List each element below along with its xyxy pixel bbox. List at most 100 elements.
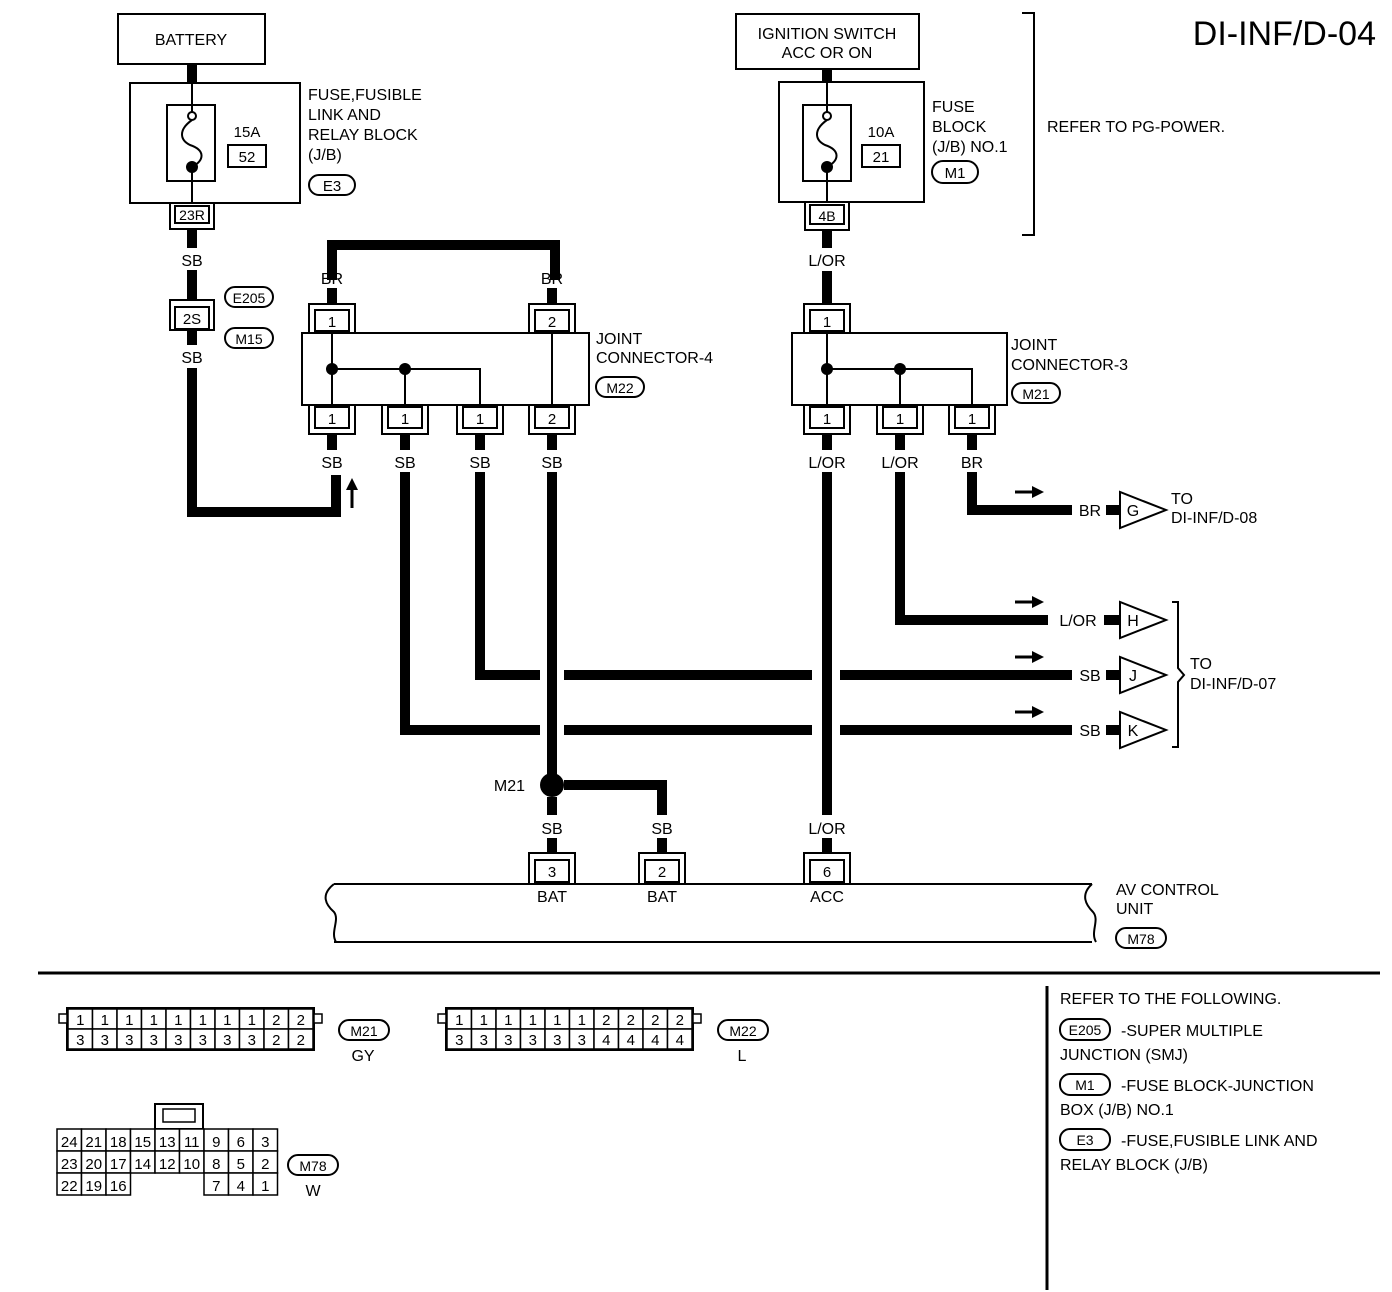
battery-label: BATTERY [155,32,228,49]
svg-text:2: 2 [548,411,556,428]
connector-pin-label: 24 [61,1134,78,1151]
joint-connector-4: 1 2 1 1 1 2 [301,303,590,435]
svg-text:23R: 23R [179,207,205,223]
connector-cell [252,1172,279,1196]
connector-pin-label: 2 [272,1012,280,1029]
svg-text:1: 1 [328,411,336,428]
svg-text:-SUPER MULTIPLE: -SUPER MULTIPLE [1121,1023,1263,1040]
svg-text:ACC OR ON: ACC OR ON [782,45,873,62]
fuse-block-left: 15A 52 [129,82,301,204]
connector-pin-label: 1 [76,1012,84,1029]
to-label-g: TO [1171,491,1193,508]
conn-m21-tag: M21 [1011,382,1061,404]
connector-pin-label: 2 [272,1032,280,1049]
conn-m15-tag: M15 [224,327,274,349]
splice-m21 [540,773,564,797]
conn-m78-tag: M78 [1115,927,1167,949]
svg-text:BOX (J/B) NO.1: BOX (J/B) NO.1 [1060,1102,1174,1119]
connector-pin-label: 22 [61,1178,78,1195]
wire-label-sb-k: SB [1079,723,1100,740]
svg-text:RELAY BLOCK: RELAY BLOCK [308,127,418,144]
fuse-left-num: 52 [239,149,256,166]
connector-pin-label: 10 [183,1156,200,1173]
offpage-bracket-d07: TO DI-INF/D-07 [1172,601,1276,748]
svg-text:ACC: ACC [810,889,844,906]
fuse-block-right: 10A 21 [778,81,925,203]
fuse-left-label: FUSE,FUSIBLE LINK AND RELAY BLOCK (J/B) [308,87,422,164]
fuse-left-amp: 15A [234,124,261,141]
svg-text:M78: M78 [299,1158,326,1174]
connector-pin-label: 1 [174,1012,182,1029]
svg-text:AV CONTROL: AV CONTROL [1116,882,1219,899]
wire-label-sb-j: SB [1079,668,1100,685]
connector-latch [692,1013,702,1024]
wire-label-lor-h: L/OR [1059,613,1096,630]
connector-pin-label: 12 [159,1156,176,1173]
connector-pin-label: 2 [676,1012,684,1029]
connector-pin-label: 15 [134,1134,151,1151]
connector-pin-label: 2 [651,1012,659,1029]
connector-pin-label: 3 [150,1032,158,1049]
svg-text:CONNECTOR-3: CONNECTOR-3 [1011,357,1128,374]
wire-label-sb-jc4-2: SB [394,455,415,472]
connector-pin-label: 2 [297,1012,305,1029]
svg-text:M1: M1 [945,165,966,182]
connector-pin-label: 2 [261,1156,269,1173]
flow-arrows [1015,486,1044,718]
svg-text:-FUSE,FUSIBLE LINK AND: -FUSE,FUSIBLE LINK AND [1121,1133,1318,1150]
connector-pin-label: 3 [101,1032,109,1049]
connector-pin-label: 3 [480,1032,488,1049]
offpage-connector-j: J [1119,655,1169,695]
conn-m78-face-tag: M78 W [287,1154,339,1200]
connector-pin-label: 4 [651,1032,659,1049]
connector-pin-label: 16 [110,1178,127,1195]
svg-text:(J/B) NO.1: (J/B) NO.1 [932,139,1008,156]
wire-label-br-g: BR [1079,503,1101,520]
svg-text:M78: M78 [1127,931,1154,947]
svg-text:M22: M22 [729,1023,756,1039]
connector-pin-label: 11 [184,1134,200,1151]
svg-text:BLOCK: BLOCK [932,119,987,136]
wire-label-sb-2: SB [181,350,202,367]
svg-text:RELAY BLOCK (J/B): RELAY BLOCK (J/B) [1060,1157,1208,1174]
terminal-4b: 4B [804,201,850,231]
refer-pg-power: REFER TO PG-POWER. [1047,119,1225,136]
connector-cell [666,1028,693,1050]
connector-pin-label: 1 [261,1178,269,1195]
offpage-connector-g: G [1119,490,1169,530]
svg-text:H: H [1127,613,1139,630]
wire-label-lor-1: L/OR [808,253,845,270]
offpage-connector-h: H [1119,600,1169,640]
page-title: DI-INF/D-04 [1193,15,1376,53]
conn-m22-face-tag: M22 L [717,1019,769,1065]
svg-text:G: G [1127,503,1139,520]
connector-pin-label: 13 [159,1134,176,1151]
connector-pin-label: 3 [174,1032,182,1049]
connector-pin-label: 1 [125,1012,133,1029]
connector-pin-label: 2 [627,1012,635,1029]
svg-text:4B: 4B [818,208,835,224]
svg-text:GY: GY [351,1048,374,1065]
svg-text:1: 1 [328,314,336,331]
connector-pin-label: 8 [212,1156,220,1173]
connector-pin-label: 1 [150,1012,158,1029]
connector-pin-label: 3 [223,1032,231,1049]
svg-text:JUNCTION (SMJ): JUNCTION (SMJ) [1060,1047,1188,1064]
splice-label: M21 [494,778,525,795]
svg-text:E3: E3 [323,178,341,195]
connector-pin-label: 1 [248,1012,256,1029]
connector-pin-label: 3 [125,1032,133,1049]
svg-text:M21: M21 [350,1023,377,1039]
jc4-label: JOINT CONNECTOR-4 [596,331,713,367]
conn-m21-face-tag: M21 GY [338,1019,390,1065]
connector-pin-label: 1 [223,1012,231,1029]
connector-pin-label: 17 [110,1156,127,1173]
refer-following: REFER TO THE FOLLOWING. E205 -SUPER MULT… [1059,991,1318,1174]
refer-pg-bracket: REFER TO PG-POWER. [1022,12,1225,236]
connector-cell [287,1028,314,1050]
connector-pin-label: 9 [212,1134,220,1151]
wire-label-sb-jc4-4: SB [541,455,562,472]
connector-pin-label: 4 [676,1032,684,1049]
